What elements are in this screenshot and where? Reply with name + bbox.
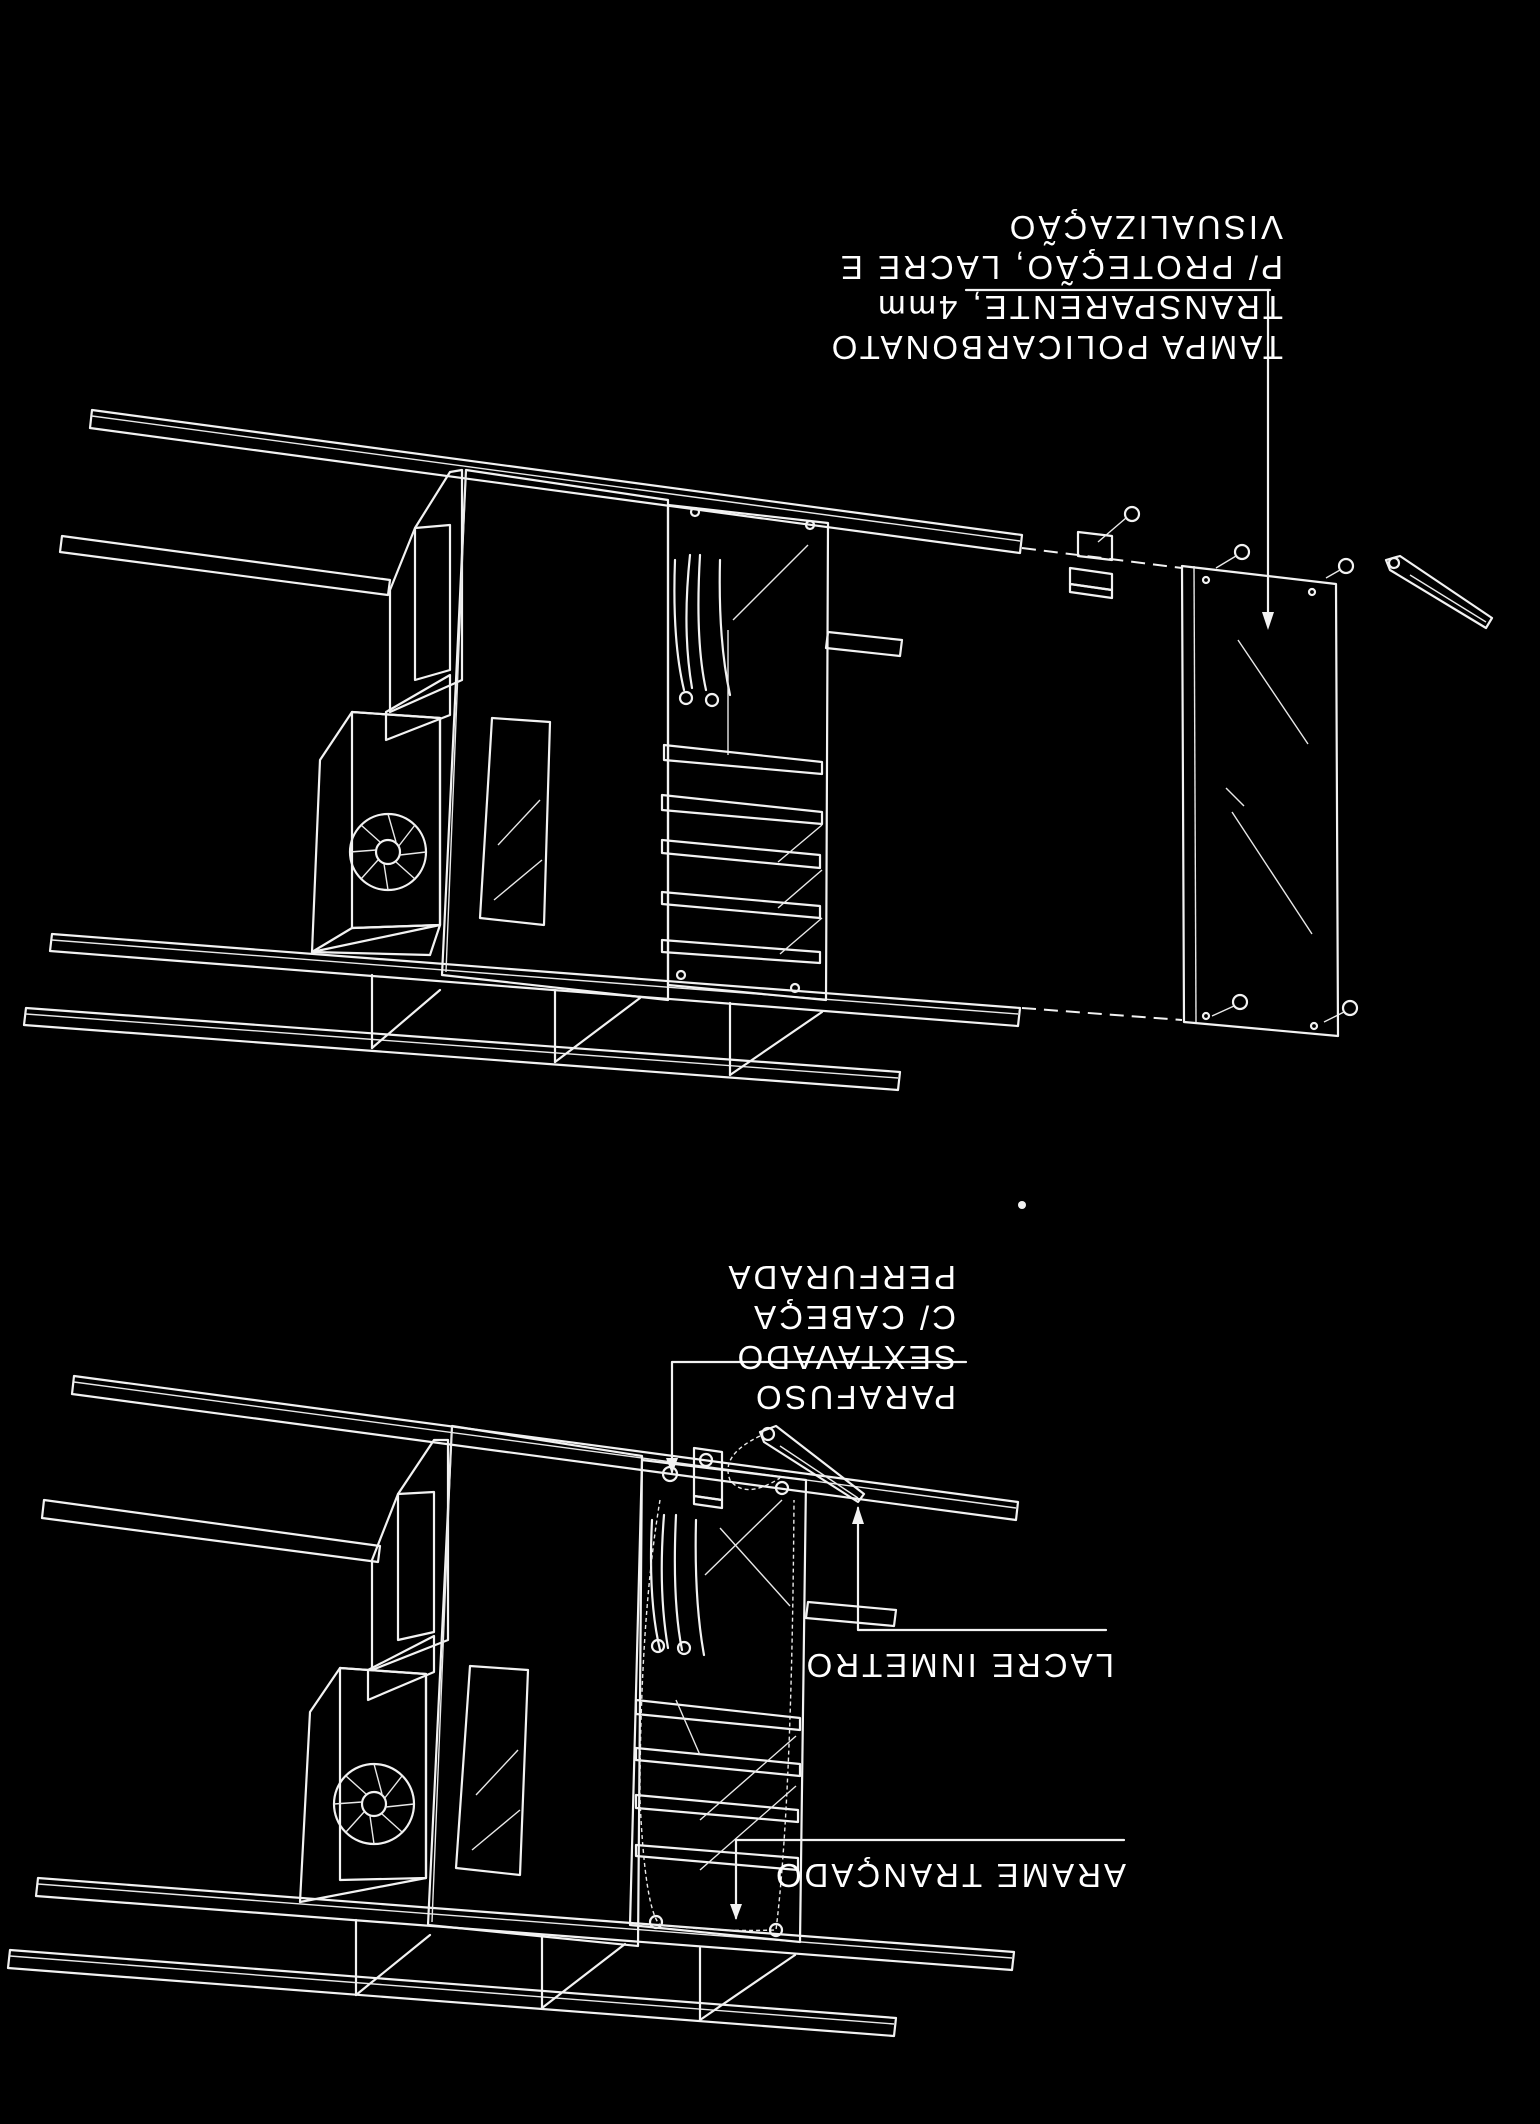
top-screw-3 [1211,993,1249,1017]
callout-tampa-line-4: VISUALIZAÇÃO [1007,209,1283,246]
callout-lacre-leader [852,1506,1108,1632]
bottom-meter-panel [628,1452,808,1944]
callout-tampa-line-3: P/ PROTEÇÃO, LACRE E [838,249,1283,286]
callout-lacre: LACRE INMETRO [804,1647,1114,1684]
callout-parafuso: PARAFUSO SEXTAVADO C/ CABEÇA PERFURADA [725,1259,956,1416]
callout-parafuso-leader [666,1360,968,1474]
top-meter-panel [660,503,830,1002]
callout-parafuso-line-4: PERFURADA [725,1259,956,1296]
callout-arame: ARAME TRANÇADO [773,1857,1126,1894]
top-main-cabinet [440,468,670,1002]
bottom-bracket-block [692,1446,724,1510]
top-screw-4 [1323,999,1359,1023]
callout-arame-text: ARAME TRANÇADO [773,1857,1126,1894]
top-seal-tool [1384,554,1494,630]
top-fan-icon [348,812,428,892]
stray-mark [1018,1201,1026,1209]
bottom-rail-upper [70,1374,1020,1522]
bottom-fan-box [298,1666,428,1904]
top-polycarbonate-cover [1180,564,1340,1038]
callout-tampa-leader [964,288,1274,630]
callout-parafuso-line-3: C/ CABEÇA [751,1299,956,1336]
bottom-main-cabinet [426,1424,644,1948]
callout-tampa-line-1: TAMPA POLICARBONATO [829,329,1283,366]
top-assembly: TAMPA POLICARBONATO TRANSPARENTE, 4mm P/… [22,209,1494,1092]
top-base-truss [370,973,824,1077]
callout-lacre-text: LACRE INMETRO [804,1647,1114,1684]
bottom-rail-middle [40,1498,898,1628]
top-rail-middle [58,534,904,658]
callout-tampa-line-2: TRANSPARENTE, 4mm [875,289,1283,326]
callout-parafuso-line-1: PARAFUSO [753,1379,956,1416]
bottom-left-bracket [366,1438,450,1702]
bottom-rail-lower-2 [6,1948,898,2038]
top-rail-lower-2 [22,1006,902,1092]
callout-parafuso-line-2: SEXTAVADO [735,1339,956,1376]
callout-arame-leader [730,1838,1126,1920]
bottom-base-truss [354,1918,797,2022]
bottom-assembly: PARAFUSO SEXTAVADO C/ CABEÇA PERFURADA L… [6,1259,1126,2038]
top-bracket-block [1068,505,1141,600]
top-rail-upper [88,408,1024,555]
top-rail-lower-1 [48,932,1022,1028]
top-fan-box [310,710,442,957]
bottom-fan-icon [332,1762,416,1846]
bottom-seal-tool [727,1424,866,1504]
top-left-bracket [384,468,464,742]
top-screw-2 [1325,557,1355,579]
top-screw-1 [1215,543,1251,569]
callout-tampa: TAMPA POLICARBONATO TRANSPARENTE, 4mm P/… [829,209,1283,366]
top-explode-lines [1021,547,1183,1021]
